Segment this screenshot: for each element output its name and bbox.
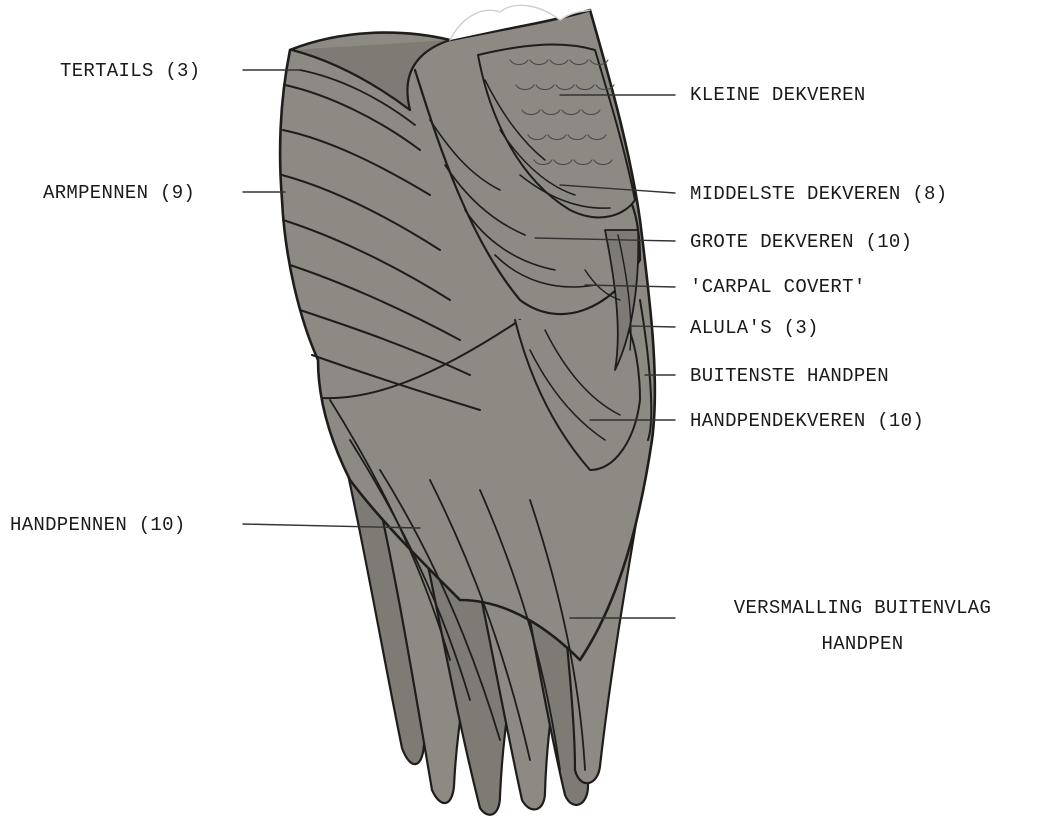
wing-feathers [280, 5, 655, 814]
label-armpennen: ARMPENNEN (9) [43, 182, 195, 204]
label-carpal-covert: 'CARPAL COVERT' [690, 276, 866, 298]
label-alulas: ALULA'S (3) [690, 317, 819, 339]
label-grote-dekveren: GROTE DEKVEREN (10) [690, 231, 912, 253]
label-versmalling-line1: VERSMALLING BUITENVLAG [690, 597, 1035, 619]
leader-alulas [630, 326, 675, 327]
label-versmalling-line2: HANDPEN [690, 633, 1035, 655]
label-kleine-dekveren: KLEINE DEKVEREN [690, 84, 866, 106]
label-handpendekveren: HANDPENDEKVEREN (10) [690, 410, 924, 432]
label-tertails: TERTAILS (3) [60, 60, 200, 82]
label-middelste-dekveren: MIDDELSTE DEKVEREN (8) [690, 183, 947, 205]
label-handpennen: HANDPENNEN (10) [10, 514, 186, 536]
label-buitenste-handpen: BUITENSTE HANDPEN [690, 365, 889, 387]
